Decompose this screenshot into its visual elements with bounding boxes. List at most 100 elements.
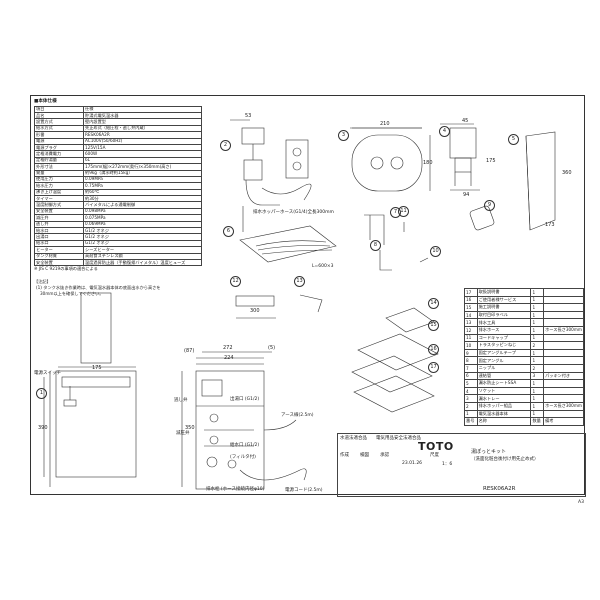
part-qty: 1 <box>530 386 545 396</box>
part-number: 8 <box>464 356 478 365</box>
part-remark <box>543 386 584 396</box>
part-remark: ホース長さ300mm <box>543 325 584 335</box>
power-cord-label: 電源コード(2.5m) <box>285 488 323 493</box>
drawing-sheet <box>30 95 585 495</box>
dim-173: 173 <box>545 222 555 228</box>
product-sub: （洗面化粧台後付け用先止め式） <box>471 457 539 462</box>
part-qty: 1 <box>530 303 545 312</box>
dim-350: 350 <box>185 425 195 431</box>
part-number-4: 4 <box>439 126 450 137</box>
part-number: 6 <box>464 371 478 381</box>
part-remark <box>543 295 584 305</box>
toto-logo: TOTO <box>418 440 454 453</box>
part-remark <box>543 318 584 327</box>
part-qty: 1 <box>530 409 545 419</box>
spec-value: 仕様 <box>83 105 202 114</box>
part-number: 3 <box>464 394 478 403</box>
part-name: 漏水防止シートSSA <box>476 379 532 388</box>
part-name: 排水工具 <box>476 318 532 327</box>
spec-table: ■本体仕様 項目仕様品名貯湯式電気温水器設置方式壁内設置型給水方式先止め式（給圧… <box>34 99 202 272</box>
part-number: 14 <box>464 310 478 320</box>
drain-plug-label: 排水栓 (ホース接続内径φ10) <box>206 487 265 492</box>
part-number-16: 16 <box>428 344 439 355</box>
part-name: トラスタッピンねじ <box>476 341 532 350</box>
part-remark <box>543 394 584 403</box>
part-qty: 3 <box>530 371 545 381</box>
part-number: 7 <box>464 363 478 373</box>
part-remark <box>543 303 584 312</box>
part-number-9: 9 <box>484 200 495 211</box>
part-number-17: 17 <box>428 362 439 373</box>
part-name: 固定アングルテープ <box>476 348 532 358</box>
part-qty: 2 <box>530 363 545 373</box>
dim-94: 94 <box>463 192 470 198</box>
part-number: 12 <box>464 325 478 335</box>
dim-272: 272 <box>223 345 233 351</box>
filter-label: (フィルタ付) <box>230 455 256 460</box>
part-number-12: 12 <box>230 276 241 287</box>
part-name: 名称 <box>476 417 532 426</box>
spec-footnote: ※ JIS C 9219の事項の適合による <box>34 266 98 272</box>
scale: 1：6 <box>442 462 453 467</box>
date: 23.01.26 <box>402 461 423 466</box>
part-name: 固定アングル <box>476 356 532 365</box>
spec-value: 貯湯式電気温水器 <box>83 111 202 120</box>
cert-water: 水道法適合品 <box>340 436 367 441</box>
part-qty: 1 <box>530 401 545 411</box>
part-remark <box>543 341 584 350</box>
dim-224: 224 <box>224 355 234 361</box>
product-code: RESK06A2R <box>483 486 516 492</box>
dim-5: (5) <box>268 345 276 351</box>
notes-heading: 【注記】 <box>34 279 51 284</box>
part-name: ソケット <box>476 386 532 396</box>
dim-175b: 175 <box>92 365 102 371</box>
notes-line1: (1) タンク水抜き作業時は、電気温水器本体の底面出水から高さを <box>36 285 161 290</box>
length-label: L=600×3 <box>312 264 334 269</box>
page-size: A3 <box>578 500 584 505</box>
part-number: 16 <box>464 295 478 305</box>
dim-390: 390 <box>38 425 48 431</box>
part-name: 連結管 <box>476 371 532 381</box>
part-remark <box>543 356 584 365</box>
part-qty: 1 <box>530 348 545 358</box>
part-remark: パッキン付き <box>543 371 584 381</box>
part-number: 17 <box>464 288 478 297</box>
scale-label: 尺度 <box>430 453 439 458</box>
part-name: コードキャップ <box>476 333 532 343</box>
part-remark: 備考 <box>543 417 584 426</box>
part-number-11: 11 <box>398 206 409 217</box>
part-number-8: 8 <box>370 240 381 251</box>
reducer-label: 減圧弁 <box>176 431 190 436</box>
part-number-14: 14 <box>428 298 439 309</box>
part-remark <box>543 310 584 320</box>
part-name: 取扱説明書 <box>476 288 532 297</box>
drawn-label: 作成 <box>340 453 349 458</box>
part-name: 電気温水器本体 <box>476 409 532 419</box>
dim-360: 360 <box>562 170 572 176</box>
part-number-2: 2 <box>220 140 231 151</box>
part-number: 2 <box>464 401 478 411</box>
part-qty: 1 <box>530 356 545 365</box>
part-number-1: 1 <box>36 388 47 399</box>
part-qty: 1 <box>530 288 545 297</box>
part-qty: 1 <box>530 394 545 403</box>
part-number: 1 <box>464 409 478 419</box>
dim-180: 180 <box>423 160 433 166</box>
dim-300: 300 <box>250 308 260 314</box>
dim-175: 175 <box>486 158 496 164</box>
part-number: 15 <box>464 303 478 312</box>
part-number-13: 13 <box>294 276 305 287</box>
part-number: 9 <box>464 348 478 358</box>
part-number: 4 <box>464 386 478 396</box>
